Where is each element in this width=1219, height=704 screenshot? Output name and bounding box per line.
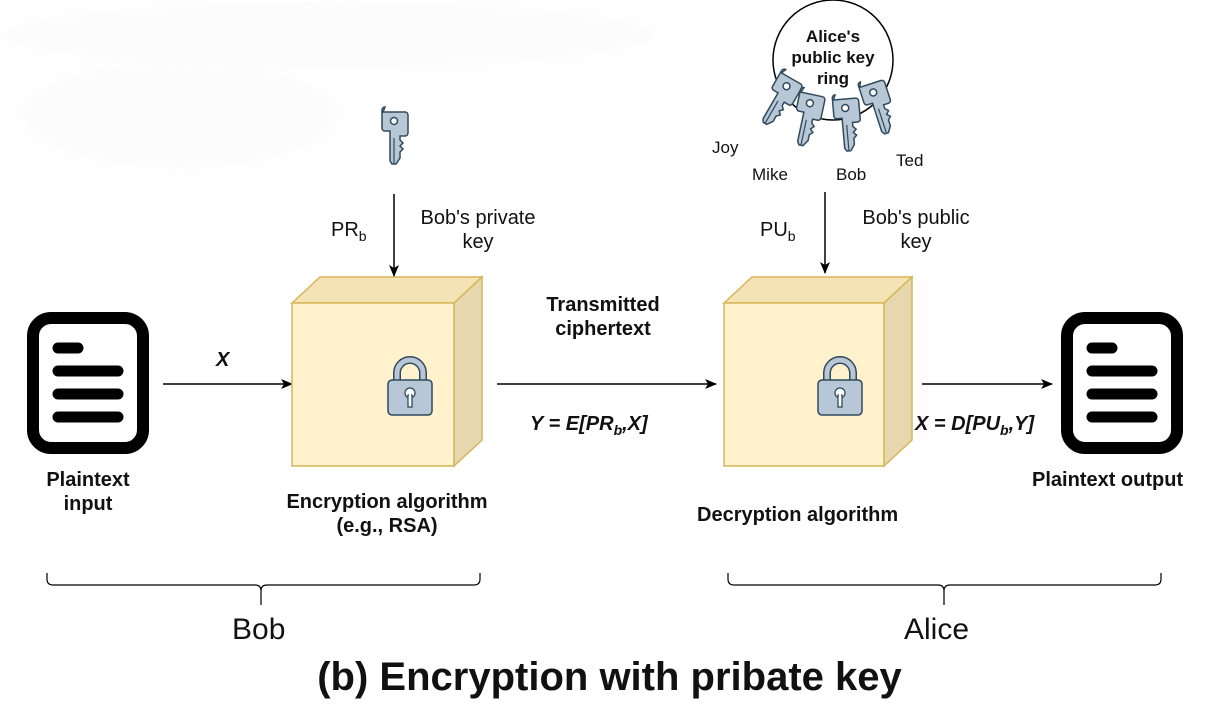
public-key-desc-line: key: [900, 231, 932, 253]
key-label-joy: Joy: [712, 138, 739, 157]
transmitted-label-line: Transmitted: [546, 294, 660, 316]
input-arrow-label: X: [216, 349, 230, 371]
private-key-description: Bob's private key: [405, 206, 551, 254]
private-key-symbol-text: PR: [331, 219, 359, 241]
ciphertext-formula-post: ,X]: [622, 413, 648, 435]
public-key-subscript: b: [787, 228, 796, 244]
key-label-ted: Ted: [896, 151, 924, 170]
plaintext-input-label: Plaintext input: [28, 468, 148, 516]
group-label-alice: Alice: [904, 613, 970, 646]
plaintext-input-document-icon: [33, 318, 143, 448]
plaintext-output-label: Plaintext output: [1032, 469, 1184, 491]
key-ring-label-line: Alice's: [805, 27, 861, 46]
plaintext-input-line: input: [63, 493, 113, 515]
ciphertext-formula-pre: Y = E[PR: [530, 413, 614, 435]
decryption-cube: [722, 275, 914, 468]
public-key-description: Bob's public key: [846, 206, 986, 254]
plaintext-output-document-icon: [1067, 318, 1177, 448]
key-ring-label-line: public key: [791, 48, 875, 67]
alice-brace: [727, 573, 1162, 605]
encryption-algorithm-label: Encryption algorithm (e.g., RSA): [262, 490, 512, 538]
public-key-desc-line: Bob's public: [862, 207, 970, 229]
plaintext-input-line: Plaintext: [46, 469, 130, 491]
transmitted-label-line: ciphertext: [555, 318, 651, 340]
transmitted-ciphertext-label: Transmitted ciphertext: [528, 293, 678, 341]
figure-title: (b) Encryption with pribate key: [317, 655, 902, 699]
public-key-symbol: PUb: [760, 218, 796, 248]
private-key-subscript: b: [358, 228, 367, 244]
public-key-symbol-text: PU: [760, 219, 788, 241]
key-ring-label-line: ring: [816, 69, 850, 88]
encryption-label-line: (e.g., RSA): [336, 515, 438, 537]
output-formula-pre: X = D[PU: [915, 413, 1001, 435]
private-key-icon: [381, 106, 409, 165]
output-formula-post: ,Y]: [1008, 413, 1035, 435]
encryption-cube: [290, 275, 484, 468]
output-formula-sub: b: [1000, 422, 1009, 438]
private-key-desc-line: key: [462, 231, 494, 253]
key-label-mike: Mike: [752, 165, 788, 184]
group-label-bob: Bob: [232, 613, 286, 646]
ciphertext-formula: Y = E[PRb,X]: [530, 412, 648, 442]
ciphertext-formula-sub: b: [613, 422, 623, 438]
output-formula: X = D[PUb,Y]: [915, 412, 1034, 442]
key-bob-icon: [831, 92, 864, 153]
private-key-symbol: PRb: [331, 218, 367, 248]
background-haze: [20, 60, 340, 170]
decryption-algorithm-label: Decryption algorithm: [697, 504, 899, 526]
key-ring-label: Alice's public key ring: [783, 26, 883, 89]
background-haze: [0, 0, 660, 70]
key-label-bob: Bob: [836, 165, 867, 184]
encryption-label-line: Encryption algorithm: [286, 491, 488, 513]
private-key-desc-line: Bob's private: [420, 207, 536, 229]
bob-brace: [46, 573, 481, 605]
